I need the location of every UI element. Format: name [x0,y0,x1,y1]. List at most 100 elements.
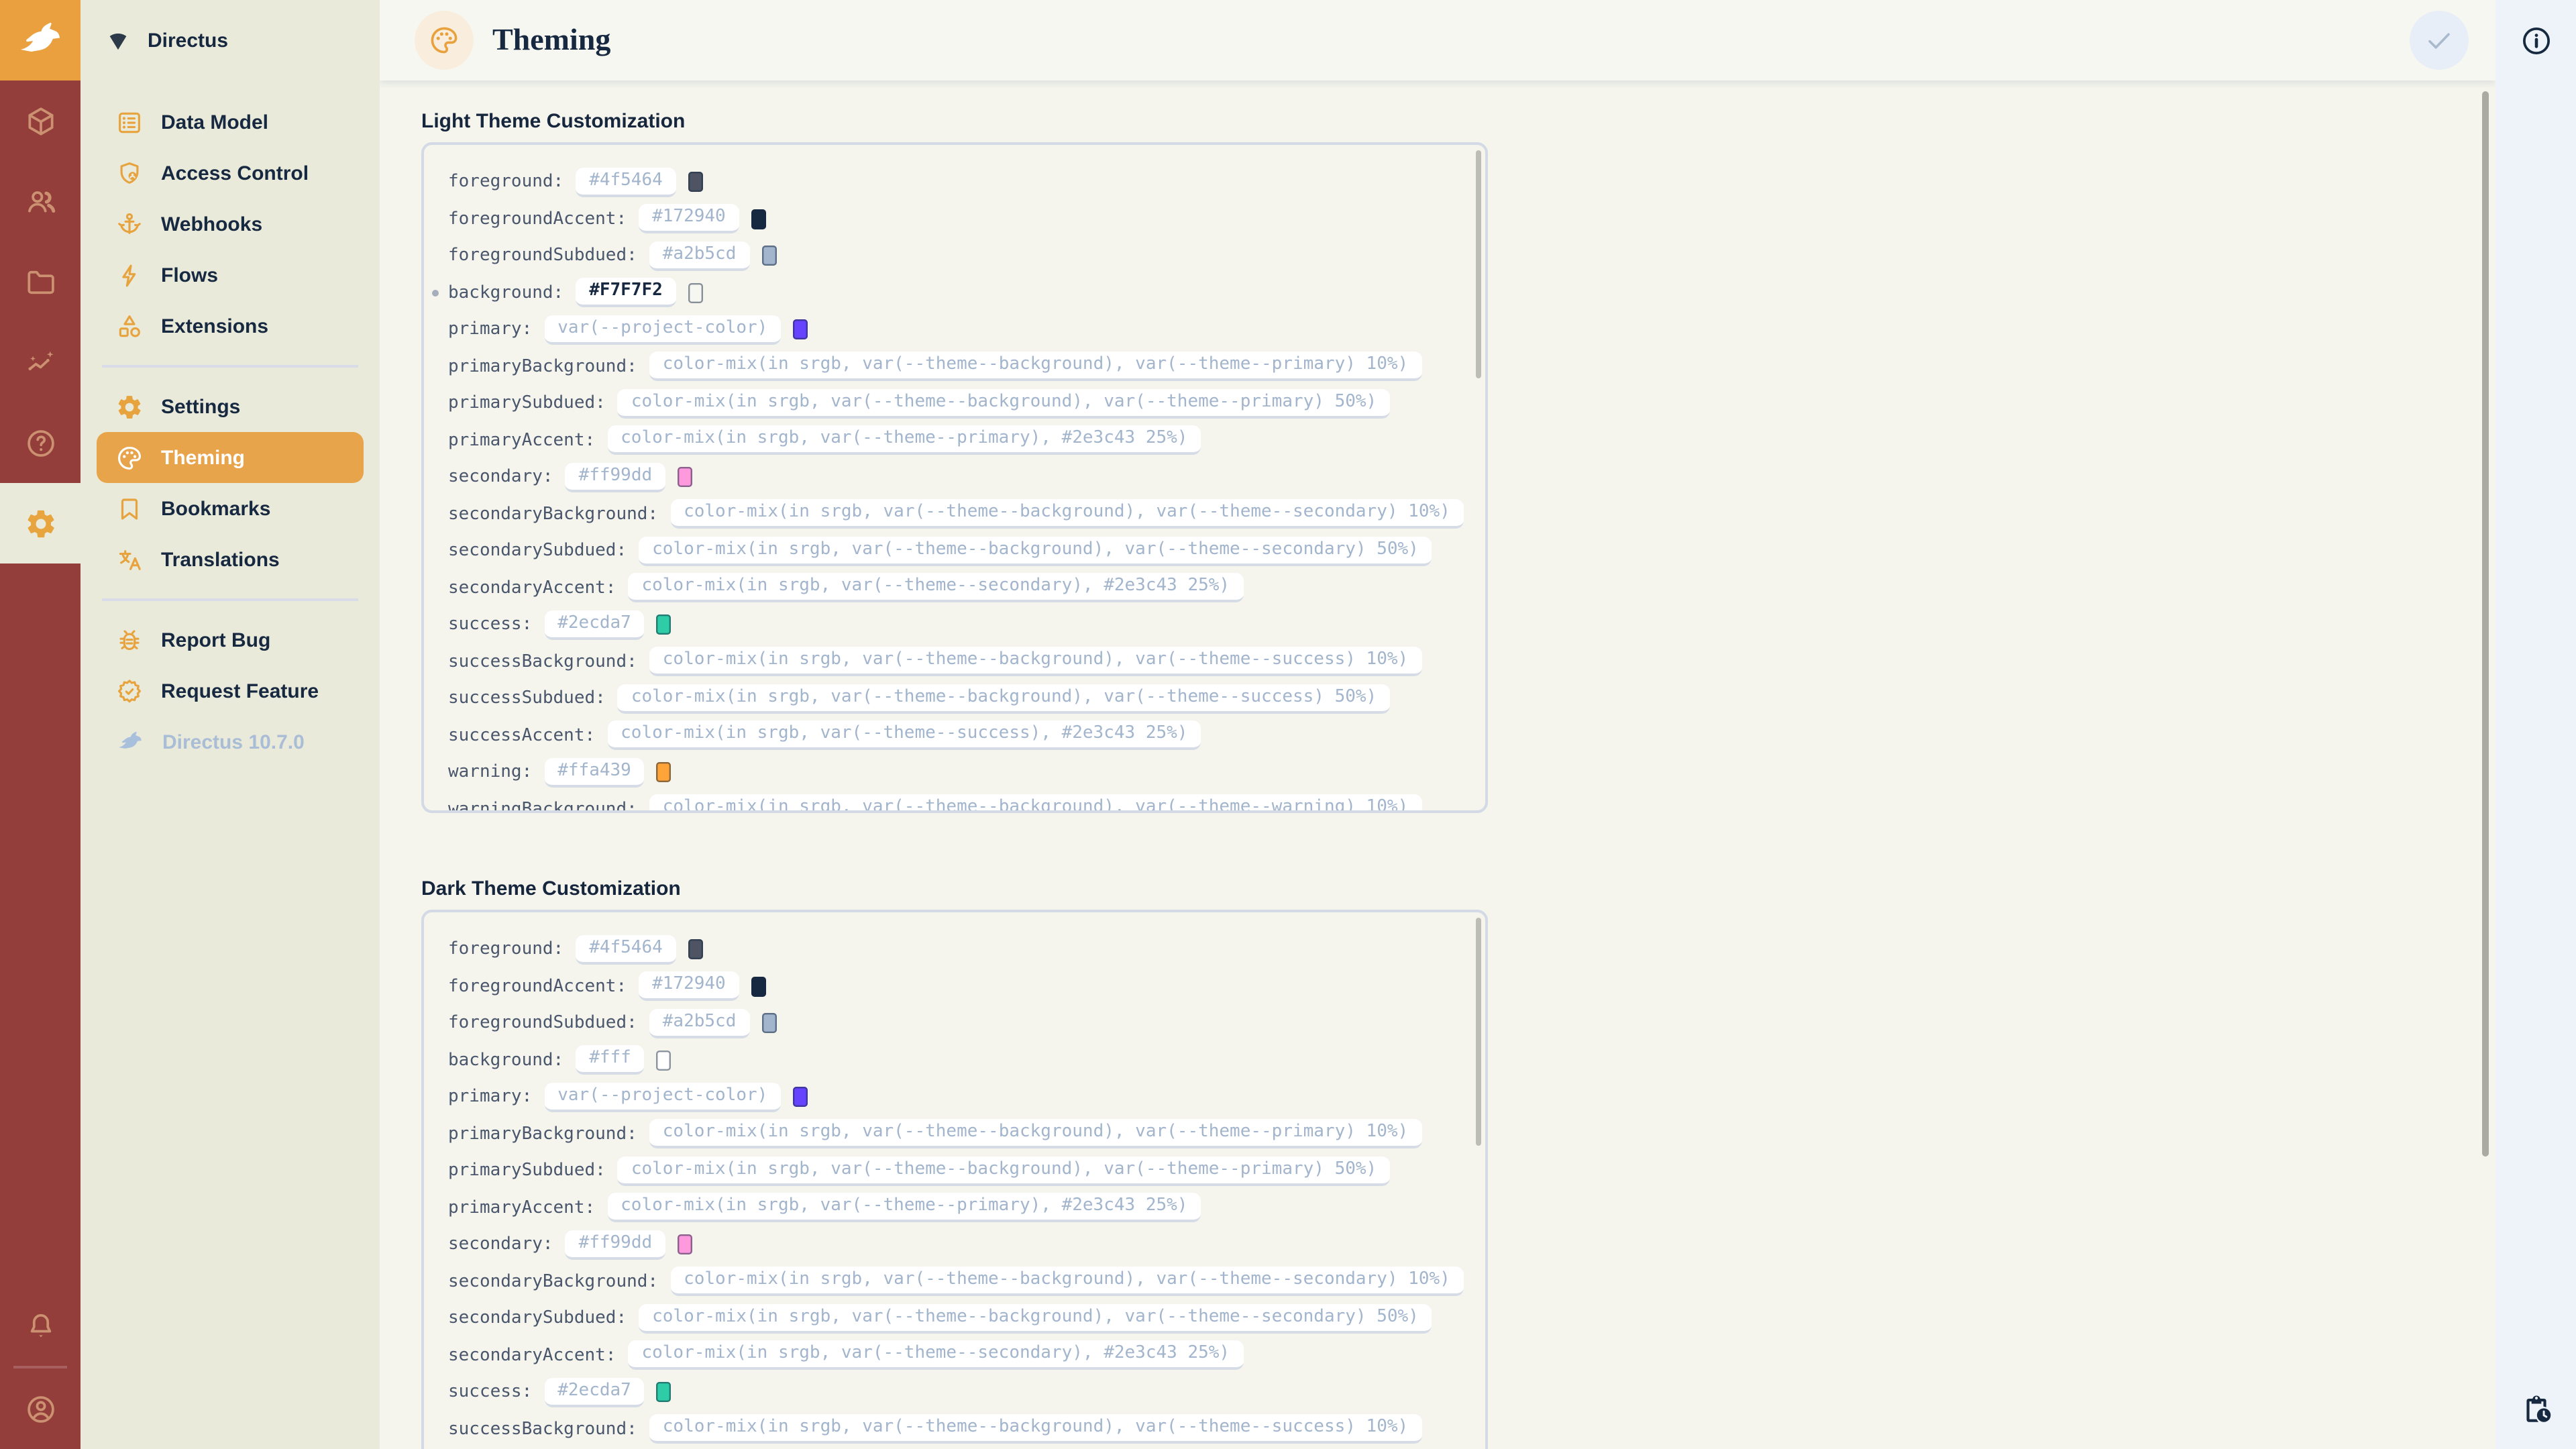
rule-value[interactable]: var(--project-color) [544,1082,782,1112]
theme-rule-row: primaryBackground:color-mix(in srgb, var… [424,1116,1485,1152]
rule-value[interactable]: #4f5464 [576,934,676,965]
rule-key: foregroundSubdued: [448,246,637,266]
rule-value[interactable]: #2ecda7 [544,610,645,640]
module-files-button[interactable] [0,241,80,322]
rule-value[interactable]: #ff99dd [565,462,666,492]
module-help-button[interactable] [0,402,80,483]
module-content-button[interactable] [0,80,80,161]
rule-value[interactable]: color-mix(in srgb, var(--theme--backgrou… [649,352,1422,382]
rule-value[interactable]: color-mix(in srgb, var(--theme--backgrou… [617,388,1391,419]
theme-rule-row: background:#F7F7F2 [424,274,1485,311]
project-name: Directus [148,29,229,52]
rule-value[interactable]: #4f5464 [576,167,676,197]
rule-value[interactable]: #172940 [639,971,739,1002]
sidebar-item-label: Request Feature [161,680,319,702]
sidebar-item-label: Flows [161,264,219,286]
sidebar-item-translations[interactable]: Translations [97,534,364,585]
rule-key: warning: [448,762,533,783]
theme-rule-row: foregroundSubdued:#a2b5cd [424,1005,1485,1042]
save-button[interactable] [2410,11,2469,70]
rule-value[interactable]: color-mix(in srgb, var(--theme--success)… [607,720,1201,751]
content-scrollbar[interactable] [2482,91,2489,1157]
editor-scrollbar[interactable] [1476,918,1481,1146]
rule-key: successBackground: [448,1419,637,1440]
module-settings-button[interactable] [0,483,80,564]
project-info[interactable]: Directus [80,0,380,80]
sidebar-item-bookmarks[interactable]: Bookmarks [97,483,364,534]
editor-scrollbar[interactable] [1476,150,1481,378]
directus-logo[interactable] [0,0,80,80]
rule-value[interactable]: var(--project-color) [544,315,782,345]
sidebar-item-theming[interactable]: Theming [97,432,364,483]
rule-value[interactable]: color-mix(in srgb, var(--theme--backgrou… [639,1303,1432,1334]
rule-value[interactable]: color-mix(in srgb, var(--theme--secondar… [628,573,1244,603]
rule-key: primary: [448,1087,533,1108]
sidebar-item-extensions[interactable]: Extensions [97,301,364,352]
list-alt-icon [115,108,144,136]
rule-key: success: [448,614,533,635]
theme-rule-row: primaryAccent:color-mix(in srgb, var(--t… [424,422,1485,459]
rule-value[interactable]: color-mix(in srgb, var(--theme--primary)… [607,425,1201,455]
theme-rule-row: primarySubdued: color-mix(in srgb, var(--… [424,385,1485,422]
theme-rule-row: primary:var(--project-color) [424,311,1485,348]
color-swatch [793,1087,808,1108]
rule-value[interactable]: color-mix(in srgb, var(--theme--backgrou… [670,499,1464,529]
rule-value[interactable]: #172940 [639,204,739,234]
bolt-icon [115,261,144,289]
module-insights-button[interactable] [0,322,80,402]
module-users-button[interactable] [0,161,80,241]
theme-rule-row: secondary:#ff99dd [424,1226,1485,1263]
info-button[interactable] [2496,0,2576,80]
rule-value[interactable]: #ffa439 [544,757,645,788]
rule-value[interactable]: color-mix(in srgb, var(--theme--backgrou… [639,536,1432,566]
sidebar-item-report-bug[interactable]: Report Bug [97,614,364,665]
rule-key: foreground: [448,172,564,193]
rule-key: foreground: [448,939,564,960]
anchor-icon [115,210,144,238]
sidebar-item-access-control[interactable]: Access Control [97,148,364,199]
rule-key: foregroundAccent: [448,209,627,229]
rule-value[interactable]: color-mix(in srgb, var(--theme--primary)… [607,1193,1201,1223]
sidebar-item-data-model[interactable]: Data Model [97,97,364,148]
rule-key: successSubdued: [448,688,606,709]
rule-key: primarySubdued: [448,393,606,414]
rule-value[interactable]: color-mix(in srgb, var(--theme--backgrou… [649,1119,1422,1149]
theme-rule-row: foreground: #4f5464 [424,164,1485,201]
color-swatch [751,976,766,997]
nav-divider [102,598,358,601]
sidebar-item-flows[interactable]: Flows [97,250,364,301]
rule-value[interactable]: color-mix(in srgb, var(--theme--backgrou… [649,1414,1422,1444]
rule-value[interactable]: color-mix(in srgb, var(--theme--backgrou… [649,647,1422,677]
color-swatch [656,1382,672,1403]
rule-value[interactable]: color-mix(in srgb, var(--theme--backgrou… [670,1267,1464,1297]
color-swatch [656,1050,672,1071]
theme-rule-row: primaryBackground:color-mix(in srgb, var… [424,348,1485,385]
rule-value[interactable]: color-mix(in srgb, var(--theme--backgrou… [649,794,1422,810]
theme-editor[interactable]: foreground: #4f5464 foregroundAccent: #1729… [421,142,1488,813]
sidebar-item-label: Data Model [161,111,269,133]
rule-value[interactable]: #a2b5cd [649,1008,750,1038]
revisions-button[interactable] [2496,1368,2576,1449]
theme-rule-row: primarySubdued:color-mix(in srgb, var(--… [424,1152,1485,1189]
sidebar-item-request-feature[interactable]: Request Feature [97,665,364,716]
notifications-button[interactable] [0,1285,80,1366]
folder-icon [23,265,57,299]
rule-value[interactable]: color-mix(in srgb, var(--theme--backgrou… [617,1156,1391,1186]
sidebar-item-webhooks[interactable]: Webhooks [97,199,364,250]
rule-value[interactable]: color-mix(in srgb, var(--theme--secondar… [628,1340,1244,1371]
help-icon [23,426,57,460]
rule-value[interactable]: #ff99dd [565,1230,666,1260]
color-swatch [678,1234,693,1255]
rule-value[interactable]: #a2b5cd [649,241,750,271]
rule-key: successAccent: [448,725,596,746]
rule-value[interactable]: #2ecda7 [544,1377,645,1407]
sidebar-item-settings[interactable]: Settings [97,381,364,432]
rule-value[interactable]: #fff [576,1045,645,1075]
sidebar-item-label: Translations [161,548,280,571]
rule-value[interactable]: #F7F7F2 [576,278,676,308]
rule-value[interactable]: color-mix(in srgb, var(--theme--backgrou… [617,684,1391,714]
user-avatar-button[interactable] [0,1368,80,1449]
module-bar-bottom [0,1285,80,1449]
